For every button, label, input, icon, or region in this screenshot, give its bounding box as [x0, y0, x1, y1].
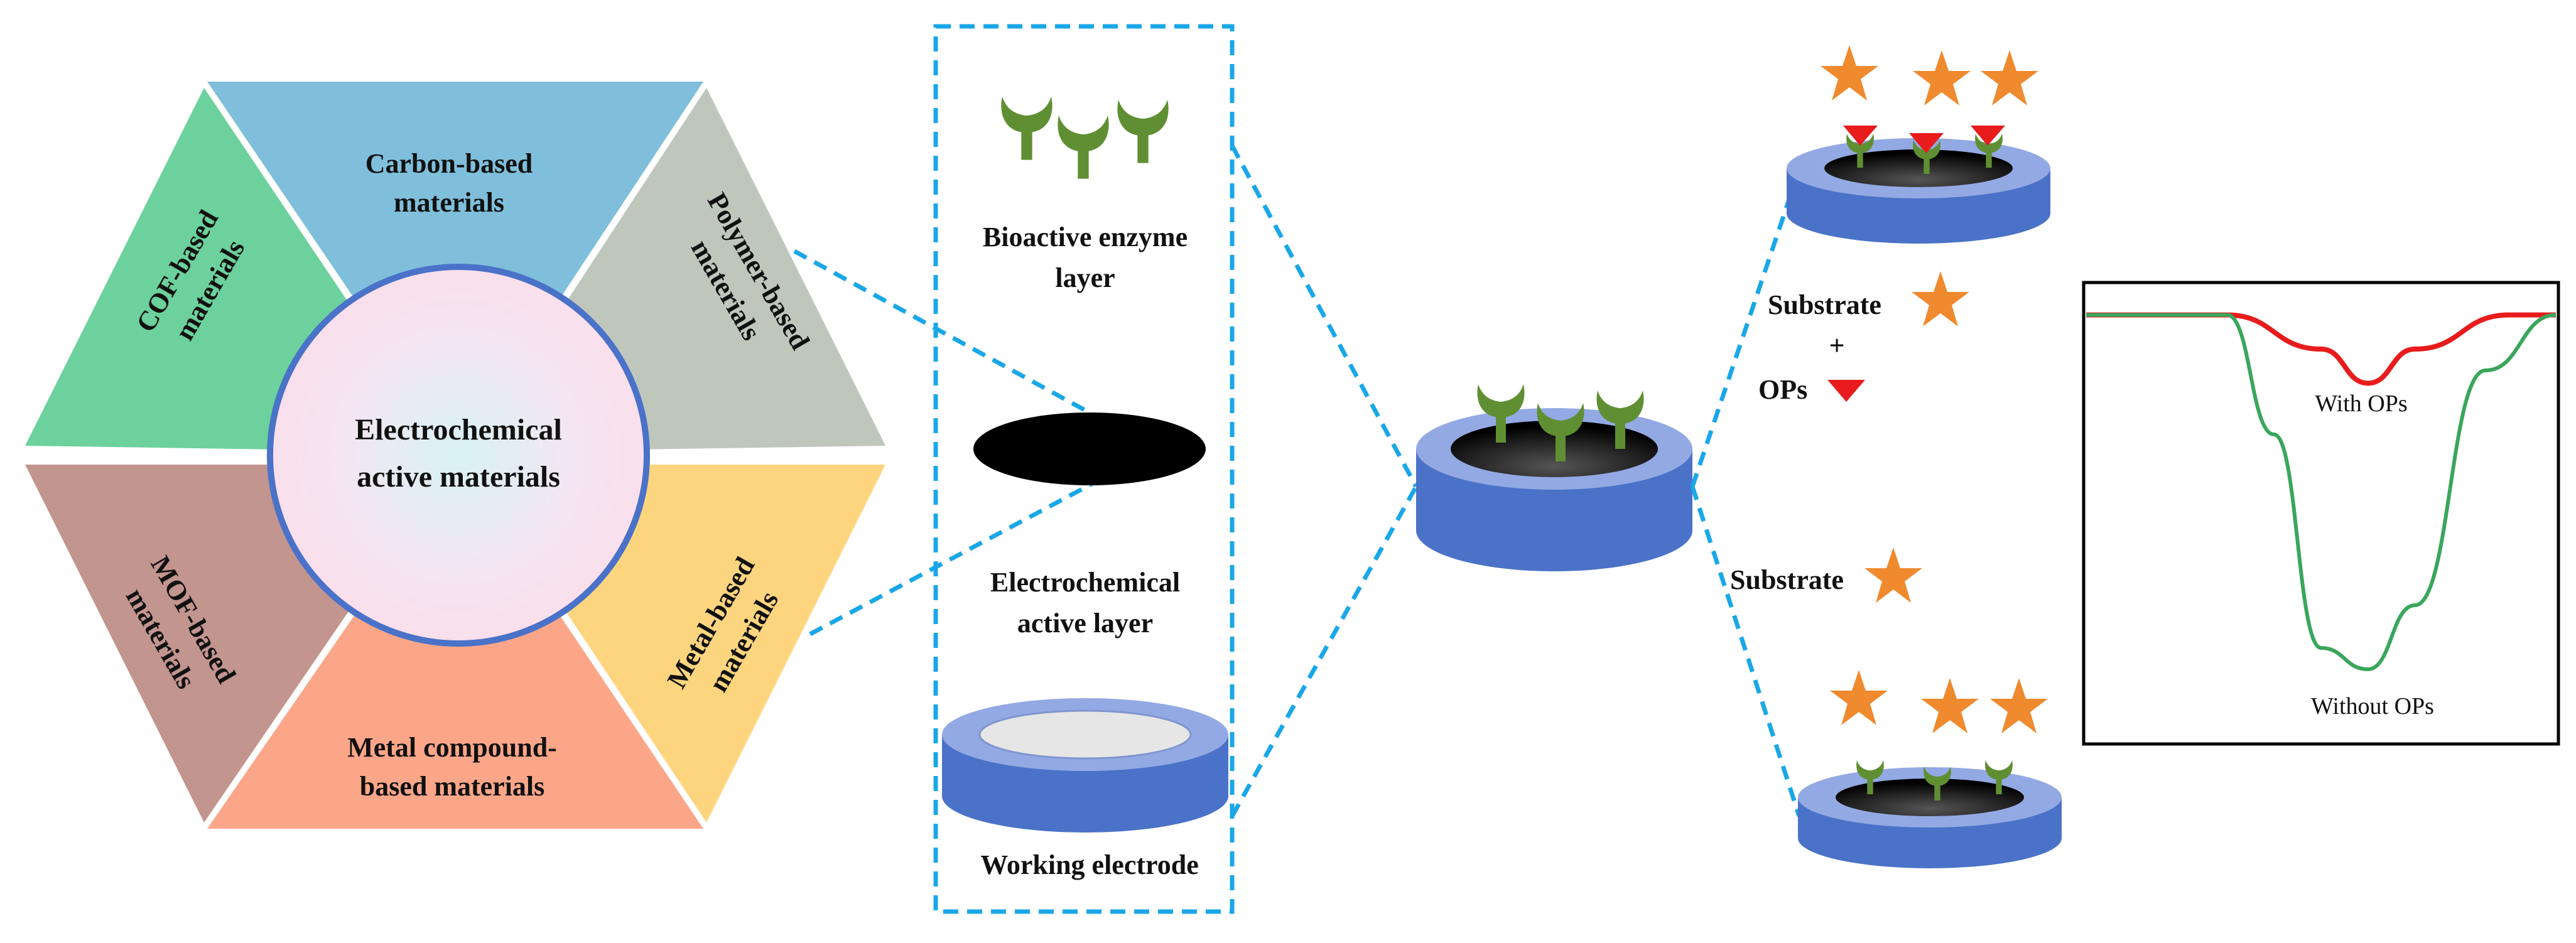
- top-substrate-label: Substrate: [1768, 289, 1881, 320]
- electrode-label: Working electrode: [980, 849, 1198, 880]
- substrate-star-icon: [1981, 50, 2038, 105]
- ops-inhibitor-icon: [1843, 126, 1878, 146]
- bottom-substrate-label: Substrate: [1730, 564, 1844, 595]
- carbon-label-line2: materials: [394, 187, 504, 218]
- metal-compound-label-line1: Metal compound-: [347, 732, 557, 763]
- center-circle: [267, 264, 650, 647]
- substrate-star-icon: [1912, 271, 1969, 326]
- sensor-with-ops: [1787, 45, 2050, 244]
- layer-stack-panel: Bioactive enzyme layer Electrochemical a…: [933, 24, 1235, 914]
- working-electrode-icon: [942, 698, 1228, 833]
- connector-line-upper: [793, 249, 1094, 417]
- connector-line-box-top: [1230, 144, 1419, 488]
- enzyme-layer-label-line2: layer: [1055, 262, 1115, 293]
- plus-sign: +: [1829, 330, 1844, 361]
- annotation-without-ops: Without OPs: [2311, 693, 2434, 719]
- center-label-line1: Electrochemical: [355, 413, 562, 446]
- active-layer-disc: [973, 412, 1206, 485]
- ops-inhibitor-icon: [1909, 133, 1944, 153]
- voltammogram-chart: With OPs Without OPs: [2082, 281, 2560, 746]
- connector-line-box-bottom: [1230, 485, 1419, 817]
- branch-line-top: [1690, 187, 1795, 488]
- center-label-line2: active materials: [357, 460, 560, 493]
- active-layer-label-line1: Electrochemical: [990, 567, 1180, 598]
- layer-stack-frame: [933, 24, 1235, 914]
- chart-frame: [2082, 281, 2560, 746]
- substrate-star-icon: [1821, 45, 1878, 100]
- substrate-star-icon: [1830, 670, 1888, 725]
- assembled-sensor: [1416, 384, 1692, 571]
- series-line-without-ops: [2086, 313, 2557, 672]
- enzyme-icon: [1001, 96, 1053, 160]
- branch-line-bottom: [1690, 485, 1802, 817]
- metal-compound-label-line2: based materials: [360, 771, 545, 802]
- substrate-star-icon: [1921, 678, 1979, 733]
- substrate-star-icon: [1990, 678, 2048, 733]
- ops-label: OPs: [1758, 374, 1807, 405]
- ops-inhibitor-icon: [1827, 380, 1865, 402]
- ops-inhibitor-icon: [1971, 126, 2005, 146]
- carbon-label-line1: Carbon-based: [365, 148, 533, 179]
- substrate-star-icon: [1913, 50, 1971, 105]
- metal-compound-segment: [207, 465, 703, 829]
- substrate-star-icon: [1864, 547, 1922, 603]
- annotation-with-ops: With OPs: [2315, 391, 2407, 417]
- material-hexagon: Electrochemical active materials Carbon-…: [25, 82, 885, 829]
- active-layer-label-line2: active layer: [1017, 608, 1153, 639]
- enzyme-layer-label-line1: Bioactive enzyme: [983, 222, 1188, 252]
- sensor-without-ops: [1798, 670, 2062, 868]
- connector-line-lower: [809, 481, 1094, 637]
- enzyme-icon: [1058, 115, 1109, 179]
- enzyme-icon: [1117, 99, 1169, 163]
